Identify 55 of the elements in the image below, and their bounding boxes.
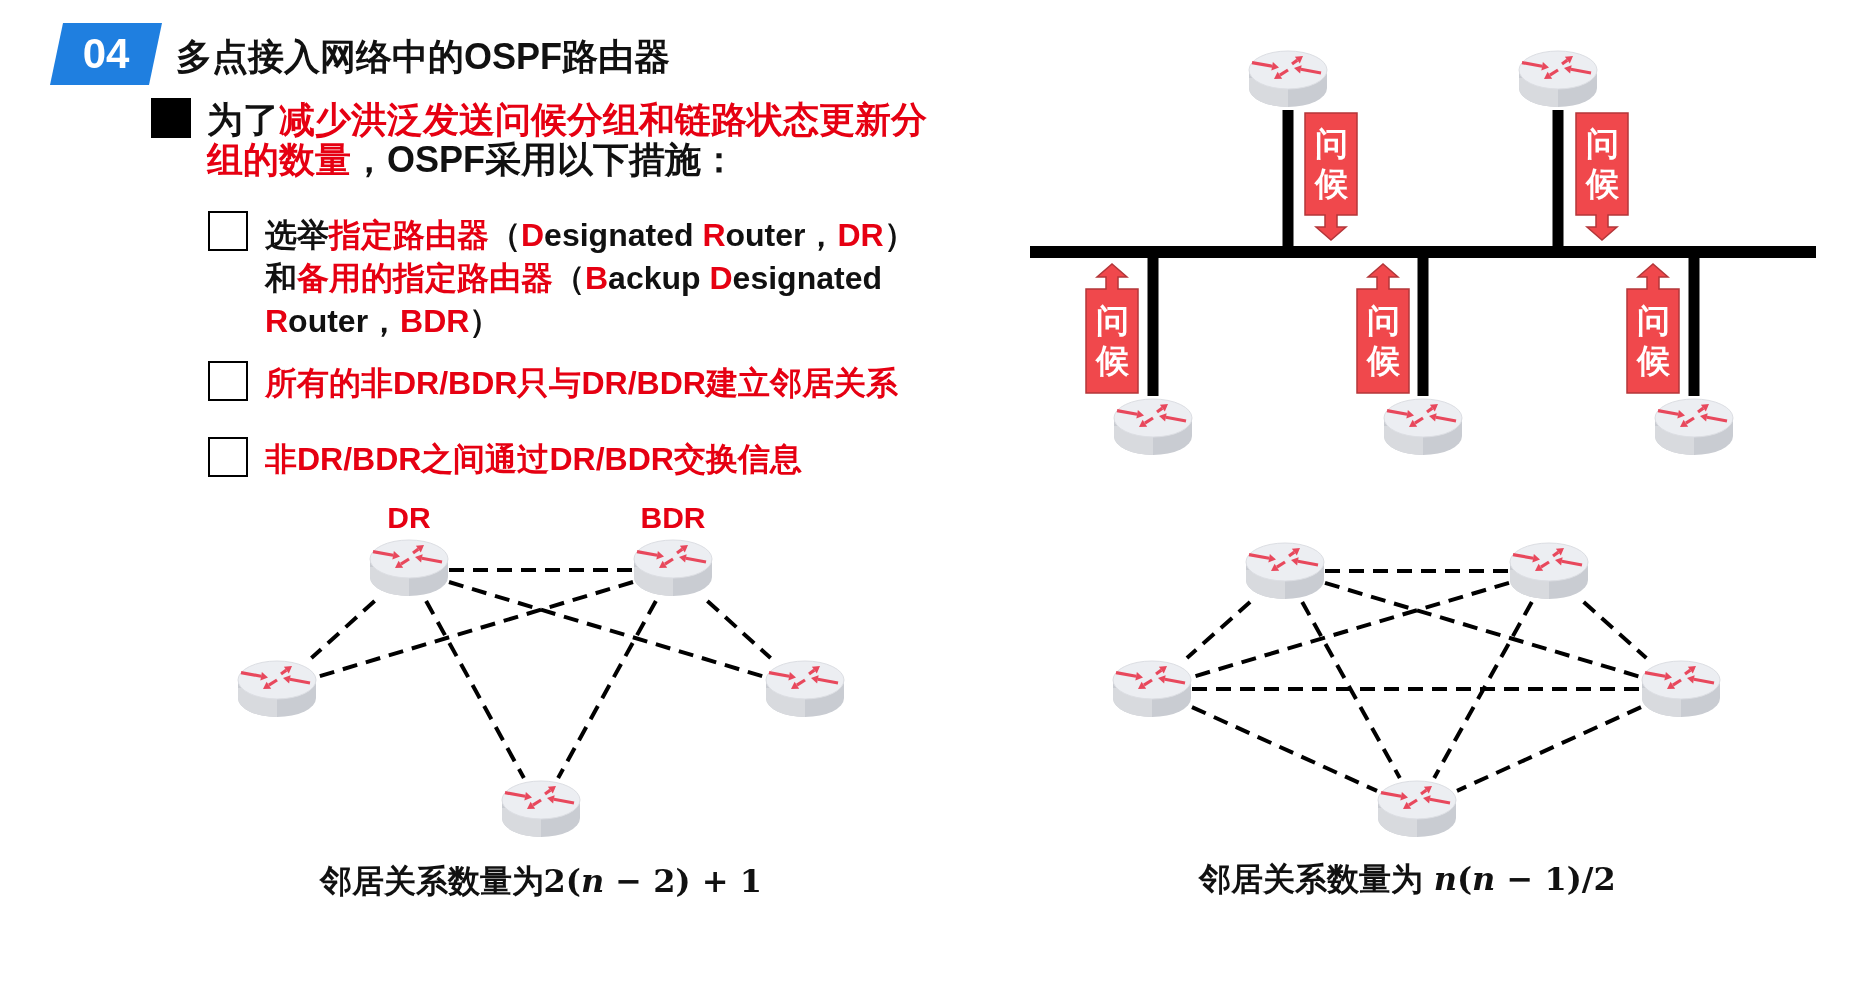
arrow-label: 问候 xyxy=(1314,124,1348,204)
bullet-text: 非DR/BDR之间通过DR/BDR交换信息 xyxy=(265,440,803,479)
router-icon xyxy=(237,658,317,720)
router-label: DR xyxy=(387,501,431,535)
router-icon xyxy=(1641,658,1721,720)
block-arrow xyxy=(1356,263,1410,394)
link-line xyxy=(1417,258,1429,396)
block-arrow xyxy=(1575,112,1629,241)
block-arrow xyxy=(1085,263,1139,394)
block-arrow xyxy=(1304,112,1358,241)
arrow-label: 问候 xyxy=(1366,301,1400,381)
formula-caption: 邻居关系数量为2(n − 2) + 1 xyxy=(319,861,763,902)
link-line xyxy=(1185,600,1252,660)
link-line xyxy=(1432,601,1534,779)
link-line xyxy=(1192,687,1641,691)
router-label: BDR xyxy=(640,501,706,535)
link-line xyxy=(1688,258,1700,396)
bullet-text: 选举指定路由器（Designated Router，DR）和备用的指定路由器（Backup Designated Router，BDR） xyxy=(265,216,917,341)
router-icon xyxy=(1113,396,1193,458)
router-icon xyxy=(1654,396,1734,458)
router-icon xyxy=(1383,396,1463,458)
arrow-label: 问候 xyxy=(1585,124,1619,204)
section-number: 04 xyxy=(82,32,130,76)
link-line xyxy=(1552,110,1564,246)
link-line xyxy=(1582,600,1648,660)
link-line xyxy=(556,600,658,779)
link-line xyxy=(1325,569,1509,573)
router-icon xyxy=(1518,48,1598,110)
link-line xyxy=(1300,601,1402,779)
section-badge xyxy=(50,23,162,85)
link-line xyxy=(1191,705,1378,793)
link-line xyxy=(1324,581,1642,679)
router-icon xyxy=(1509,540,1589,602)
block-arrow xyxy=(1626,263,1680,394)
link-line xyxy=(1282,110,1294,246)
link-line xyxy=(310,599,376,660)
link-line xyxy=(449,568,633,572)
link-line xyxy=(424,600,526,779)
formula-caption: 邻居关系数量为 n(n − 1)/2 xyxy=(1198,859,1616,900)
link-line xyxy=(316,580,634,679)
router-icon xyxy=(1377,778,1457,840)
router-icon xyxy=(1112,658,1192,720)
link-line xyxy=(1456,705,1642,793)
arrow-label: 问候 xyxy=(1095,301,1129,381)
link-line xyxy=(706,599,772,660)
intro-text: 为了减少洪泛发送问候分组和链路状态更新分组的数量，OSPF采用以下措施： xyxy=(207,100,928,180)
router-icon xyxy=(1248,48,1328,110)
router-icon xyxy=(765,658,845,720)
arrow-label: 问候 xyxy=(1636,301,1670,381)
bullet-text: 所有的非DR/BDR只与DR/BDR建立邻居关系 xyxy=(265,364,899,403)
slide-title: 多点接入网络中的OSPF路由器 xyxy=(176,35,670,79)
router-icon xyxy=(1245,540,1325,602)
link-line xyxy=(448,580,766,679)
router-icon xyxy=(501,778,581,840)
link-line xyxy=(1147,258,1159,396)
